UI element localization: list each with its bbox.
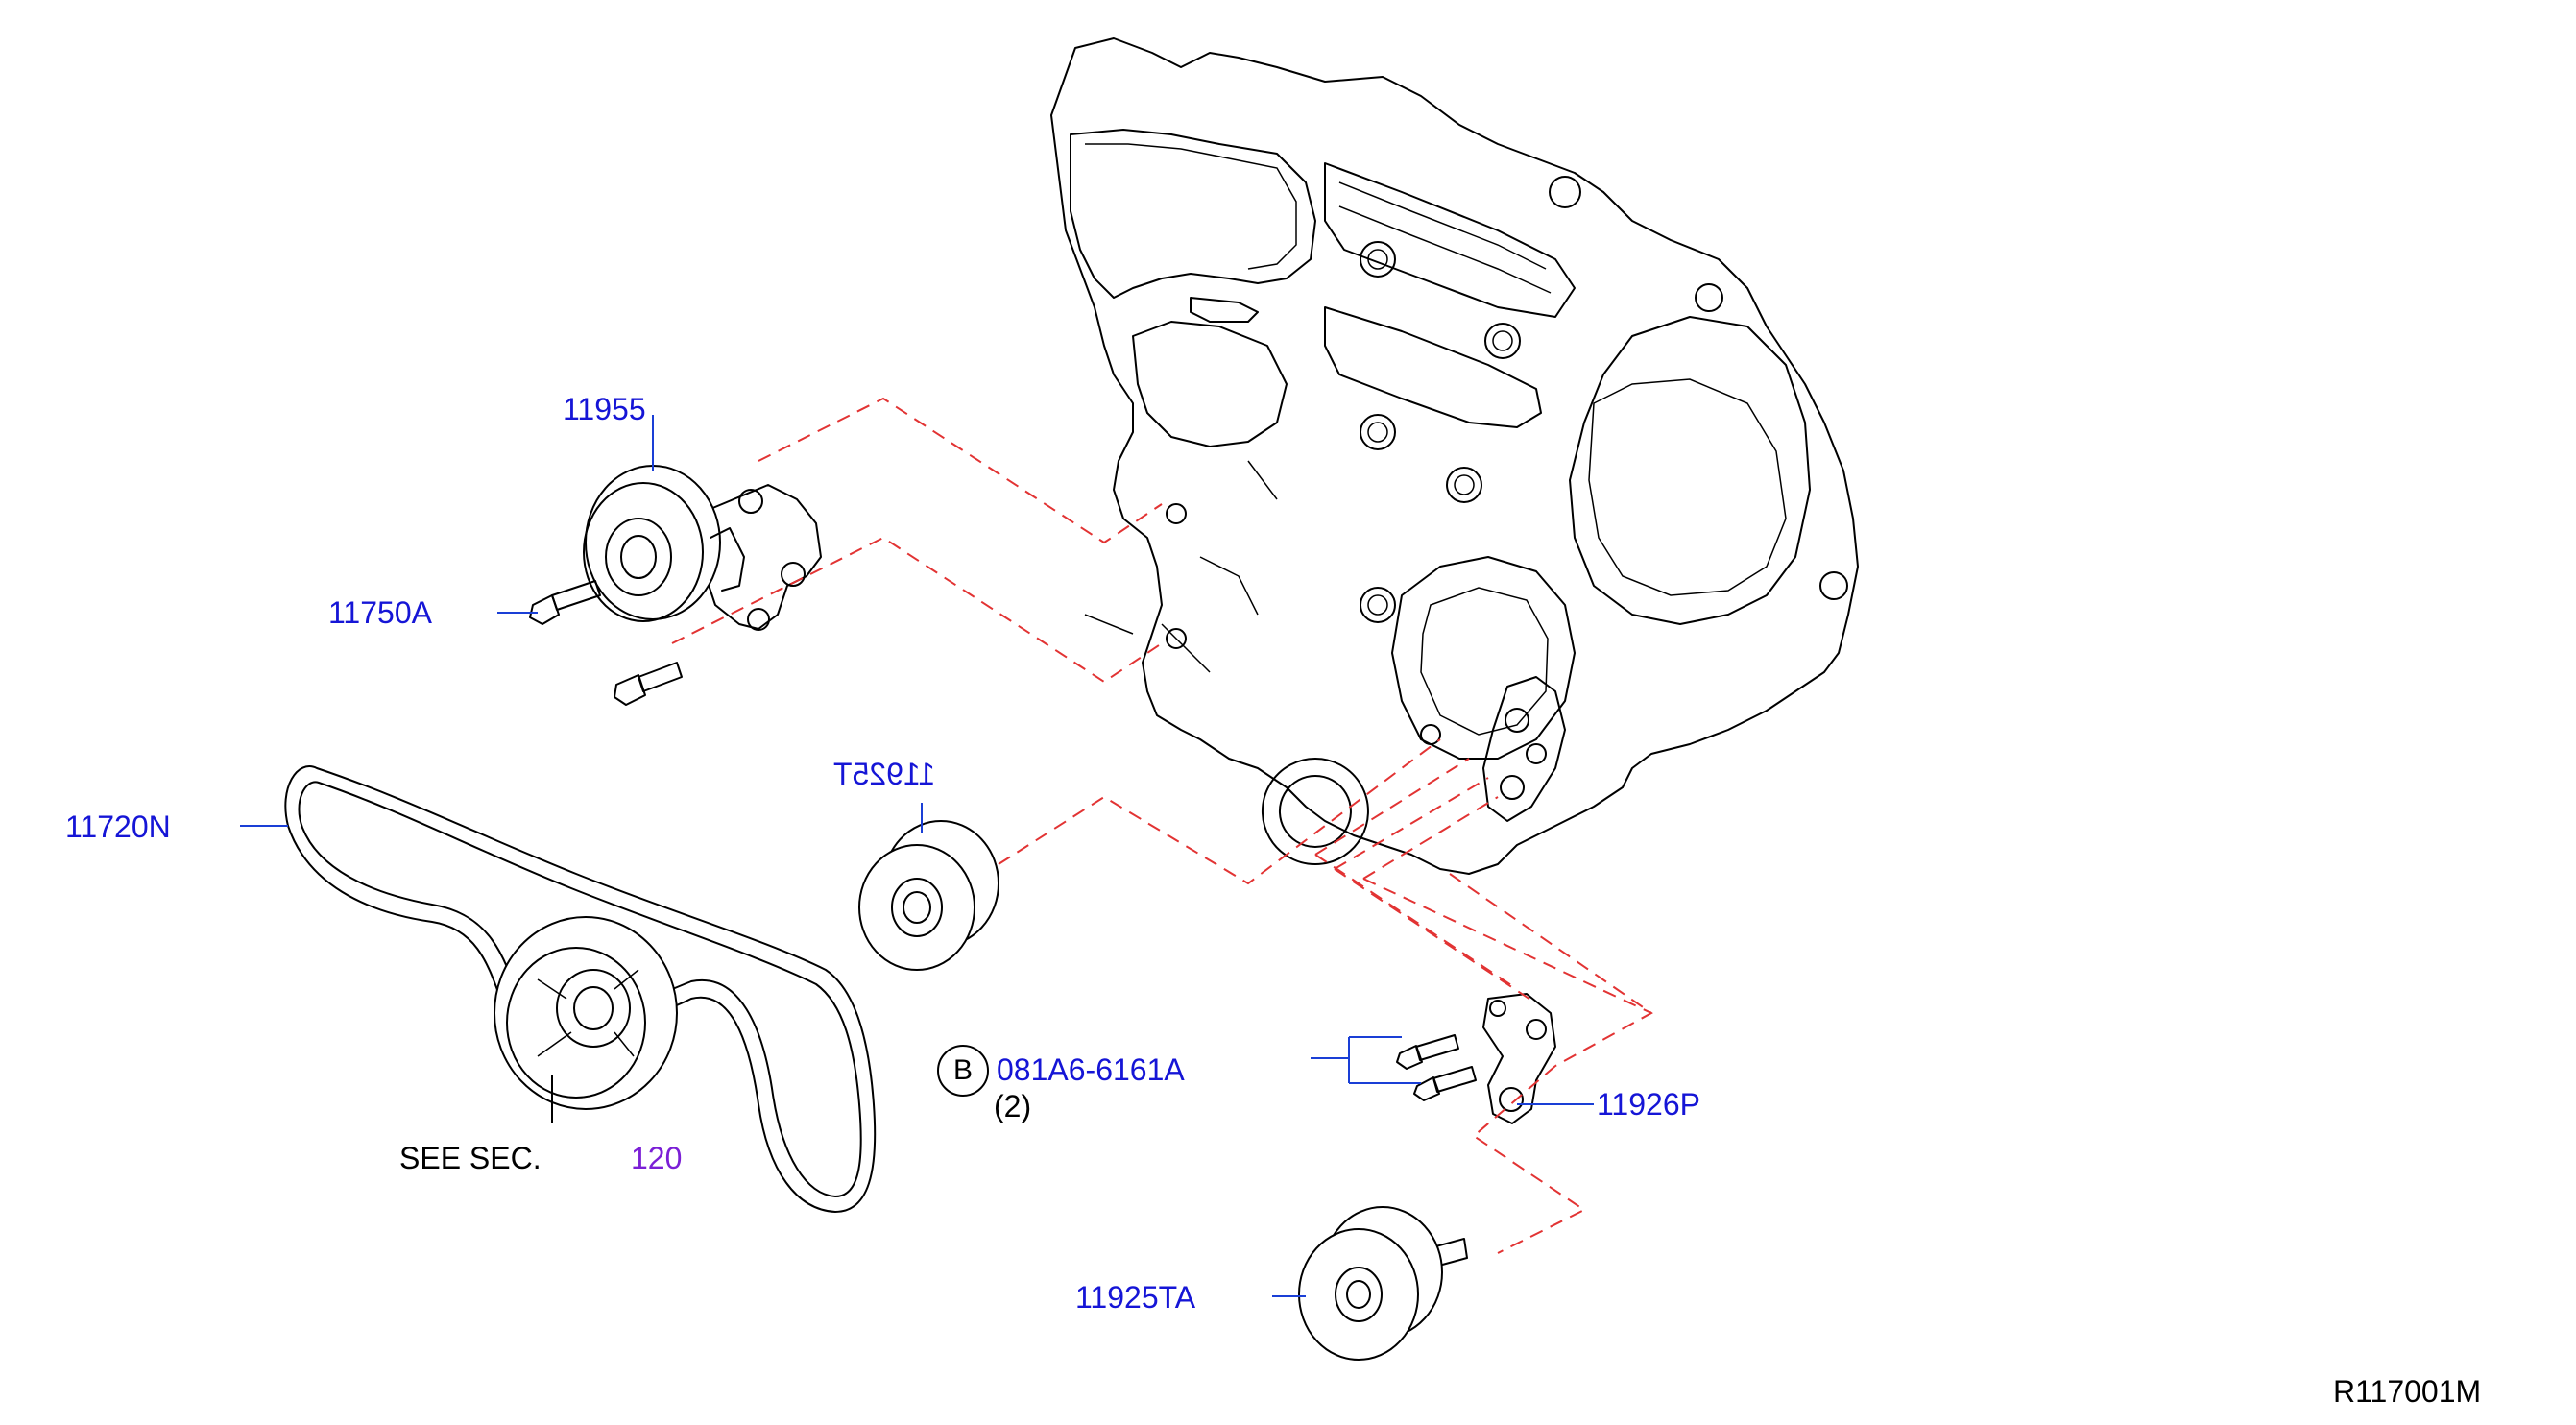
quantity-label: (2) [994, 1089, 1032, 1123]
idler-pulley-upper[interactable] [858, 820, 999, 971]
tensioner-bolt-upper[interactable] [529, 580, 601, 625]
part-label-bolt[interactable]: 081A6-6161A [997, 1052, 1185, 1087]
idler-bracket[interactable] [1482, 993, 1556, 1124]
drive-belt[interactable] [284, 765, 877, 1213]
part-label-idler-pulley-upper[interactable]: 11925T [833, 757, 936, 791]
tensioner-assembly[interactable] [583, 465, 822, 631]
bracket-bolt-lower[interactable] [1413, 1066, 1477, 1101]
see-section-label: SEE SEC. [399, 1141, 542, 1175]
part-label-tensioner-bolt[interactable]: 11750A [328, 595, 432, 630]
diagram-ref-code: R117001M [2333, 1374, 2482, 1409]
tensioner-bolt-lower[interactable] [614, 662, 683, 706]
part-label-bracket[interactable]: 11926P [1597, 1087, 1700, 1122]
idler-pulley-lower[interactable] [1298, 1206, 1468, 1361]
assembly-lines [671, 397, 1653, 1254]
engine-front-cover [1050, 37, 1859, 875]
cover-bolt-holes [1166, 176, 1848, 800]
bolt-symbol-badge: B [937, 1045, 989, 1097]
part-label-belt[interactable]: 11720N [65, 809, 171, 844]
section-link-120[interactable]: 120 [631, 1141, 683, 1175]
bracket-bolt-upper[interactable] [1396, 1034, 1459, 1070]
crank-pulley [494, 916, 678, 1110]
part-label-idler-pulley-lower[interactable]: 11925TA [1075, 1280, 1196, 1315]
leader-lines [240, 415, 1594, 1297]
part-label-tensioner[interactable]: 11955 [563, 392, 646, 426]
